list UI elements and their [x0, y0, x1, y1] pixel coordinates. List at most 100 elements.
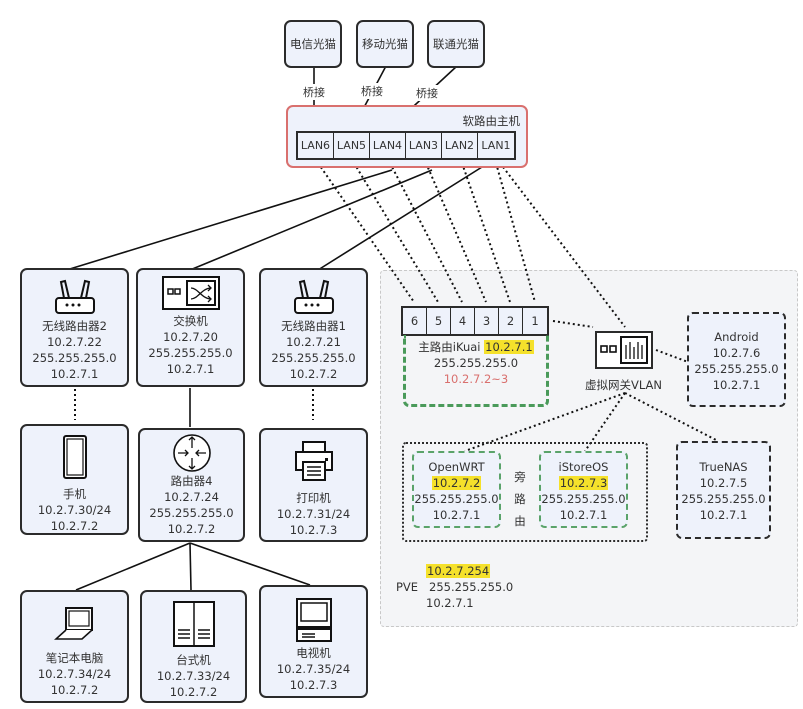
device-name: 电视机: [296, 646, 331, 660]
lan-port-4[interactable]: LAN4: [370, 133, 406, 158]
vm-mask: 255.255.255.0: [681, 492, 766, 506]
device-gateway: 10.2.7.1: [166, 362, 215, 376]
device-phone[interactable]: 手机 10.2.7.30/24 10.2.7.2: [20, 424, 129, 535]
device-ip: 10.2.7.33/24: [156, 669, 231, 683]
vm-mask: 255.255.255.0: [694, 362, 779, 376]
device-name: 台式机: [176, 653, 211, 667]
vm-gateway: 10.2.7.1: [559, 508, 608, 522]
vm-ip: 10.2.7.6: [712, 346, 761, 360]
wire-port1-vlan: [552, 320, 594, 328]
device-gateway: 10.2.7.3: [289, 523, 338, 537]
device-ip: 10.2.7.31/24: [276, 507, 351, 521]
tv-icon: [295, 598, 332, 642]
ikuai-port-6[interactable]: 6: [403, 308, 427, 334]
switch-icon: [161, 276, 220, 310]
ikuai-ip: 10.2.7.1: [484, 340, 534, 354]
device-name: 打印机: [296, 491, 331, 505]
device-tv[interactable]: 电视机 10.2.7.35/24 10.2.7.3: [259, 585, 368, 698]
device-wireless-router-2[interactable]: 无线路由器2 10.2.7.22 255.255.255.0 10.2.7.1: [20, 268, 129, 387]
pve-label: PVE: [396, 580, 419, 594]
device-name: 无线路由器1: [281, 319, 346, 333]
desktop-icon: [172, 601, 215, 647]
vm-name: OpenWRT: [428, 460, 485, 474]
laptop-icon: [53, 607, 93, 640]
wireless-router-icon: [293, 279, 334, 314]
ikuai-dhcp-gateway: 10.2.7.2~3: [443, 372, 509, 386]
wire-lan3-router2: [59, 169, 393, 273]
device-mask: 255.255.255.0: [271, 351, 356, 365]
lan-port-6[interactable]: LAN6: [298, 133, 334, 158]
modem-unicom[interactable]: 联通光猫: [427, 20, 485, 68]
device-ip: 10.2.7.34/24: [37, 667, 112, 681]
ikuai-port-2[interactable]: 2: [499, 308, 523, 334]
device-name: 路由器4: [170, 474, 213, 488]
device-gateway: 10.2.7.3: [289, 678, 338, 692]
wire-lan2-switch: [189, 169, 433, 271]
vlan-gateway[interactable]: [595, 331, 653, 369]
wire-lan4-port4: [389, 162, 463, 303]
device-gateway: 10.2.7.2: [50, 519, 99, 533]
vm-gateway: 10.2.7.1: [712, 378, 761, 392]
wire-lan3-port3: [425, 162, 487, 303]
pve-ip: 10.2.7.254: [426, 564, 491, 578]
vlan-label: 虚拟网关VLAN: [585, 378, 663, 392]
vm-ip: 10.2.7.5: [699, 476, 748, 490]
bridge-label: 桥接: [414, 85, 440, 101]
vm-android[interactable]: Android 10.2.7.6 255.255.255.0 10.2.7.1: [687, 312, 786, 407]
ikuai-port-5[interactable]: 5: [427, 308, 451, 334]
vlan-switch-icon: [600, 336, 648, 364]
ikuai-port-4[interactable]: 4: [451, 308, 475, 334]
wire-vlan-android: [655, 349, 689, 363]
bridge-label: 桥接: [301, 84, 327, 100]
device-gateway: 10.2.7.1: [50, 367, 99, 381]
device-ip: 10.2.7.22: [47, 335, 102, 349]
vm-istoreos[interactable]: iStoreOS 10.2.7.3 255.255.255.0 10.2.7.1: [539, 451, 628, 528]
ikuai-mask: 255.255.255.0: [433, 356, 519, 370]
device-switch[interactable]: 交换机 10.2.7.20 255.255.255.0 10.2.7.1: [136, 268, 245, 387]
printer-icon: [294, 441, 333, 481]
modem-label: 移动光猫: [362, 37, 408, 51]
lan-port-3[interactable]: LAN3: [406, 133, 442, 158]
device-mask: 255.255.255.0: [148, 346, 233, 360]
device-gateway: 10.2.7.2: [169, 685, 218, 699]
wire-router4-tv: [189, 542, 311, 586]
device-laptop[interactable]: 笔记本电脑 10.2.7.34/24 10.2.7.2: [20, 590, 129, 703]
vm-name: Android: [714, 330, 759, 344]
device-ip: 10.2.7.21: [286, 335, 341, 349]
side-router-text: 旁路由: [514, 470, 526, 528]
wire-router4-laptop: [75, 542, 191, 591]
vm-truenas[interactable]: TrueNAS 10.2.7.5 255.255.255.0 10.2.7.1: [676, 441, 771, 539]
vm-openwrt[interactable]: OpenWRT 10.2.7.2 255.255.255.0 10.2.7.1: [412, 451, 501, 528]
wire-router4-desktop: [189, 542, 192, 591]
device-wireless-router-1[interactable]: 无线路由器1 10.2.7.21 255.255.255.0 10.2.7.2: [259, 268, 368, 387]
lan-port-2[interactable]: LAN2: [442, 133, 478, 158]
device-gateway: 10.2.7.2: [167, 522, 216, 536]
device-mask: 255.255.255.0: [149, 506, 234, 520]
pve-host-info: 10.2.7.254 PVE 255.255.255.0 10.2.7.1: [396, 563, 513, 611]
vm-mask: 255.255.255.0: [414, 492, 499, 506]
side-router-label: 旁路由: [513, 466, 527, 532]
modem-telecom[interactable]: 电信光猫: [284, 20, 342, 68]
ikuai-port-1[interactable]: 1: [531, 314, 539, 328]
device-ip: 10.2.7.35/24: [276, 662, 351, 676]
modem-label: 联通光猫: [433, 37, 479, 51]
ikuai-name: 主路由iKuai: [418, 340, 481, 354]
device-name: 交换机: [173, 314, 208, 328]
device-router-4[interactable]: 路由器4 10.2.7.24 255.255.255.0 10.2.7.2: [138, 428, 245, 542]
wire-lan1-vlan: [499, 162, 626, 328]
vm-name: iStoreOS: [558, 460, 609, 474]
lan-port-1[interactable]: LAN1: [481, 139, 511, 152]
vm-gateway: 10.2.7.1: [432, 508, 481, 522]
lan-port-5[interactable]: LAN5: [334, 133, 370, 158]
wire-lan5-port5: [353, 162, 439, 303]
modem-mobile[interactable]: 移动光猫: [356, 20, 414, 68]
device-desktop[interactable]: 台式机 10.2.7.33/24 10.2.7.2: [140, 590, 247, 703]
ikuai-main-router[interactable]: 主路由iKuai 10.2.7.1 255.255.255.0 10.2.7.2…: [403, 335, 549, 407]
soft-router-host[interactable]: 软路由主机 LAN6 LAN5 LAN4 LAN3 LAN2 LAN1: [286, 105, 528, 168]
device-printer[interactable]: 打印机 10.2.7.31/24 10.2.7.3: [259, 428, 368, 542]
ikuai-port-3[interactable]: 3: [475, 308, 499, 334]
device-name: 笔记本电脑: [45, 651, 104, 665]
device-name: 无线路由器2: [42, 319, 107, 333]
device-ip: 10.2.7.30/24: [37, 503, 112, 517]
vm-name: TrueNAS: [699, 460, 748, 474]
